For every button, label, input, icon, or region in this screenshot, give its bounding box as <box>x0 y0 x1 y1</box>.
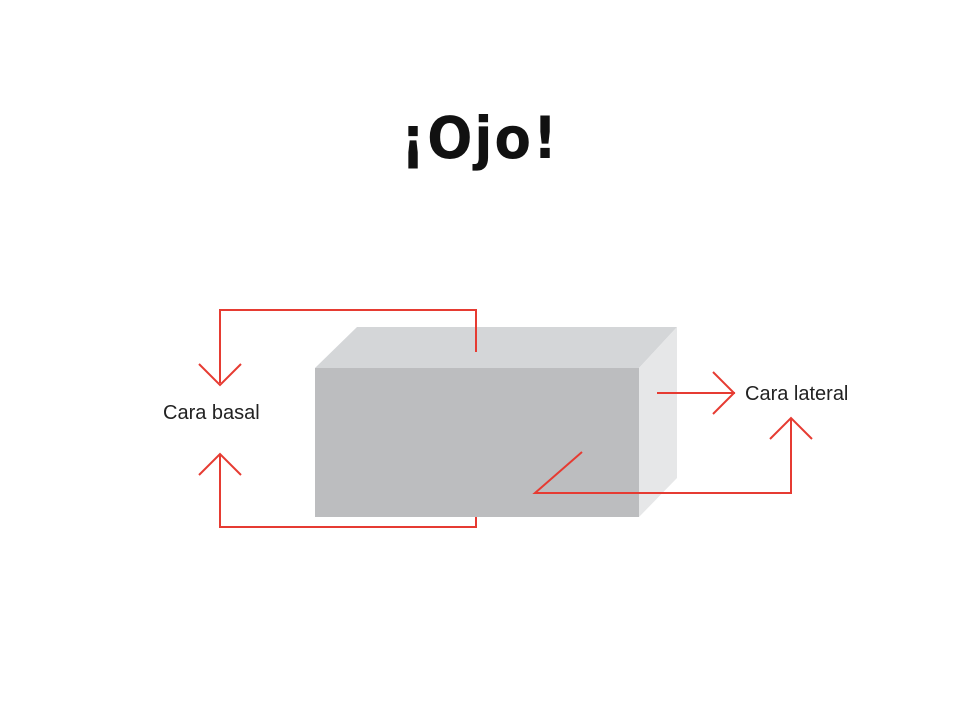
lateral-right-arrowhead <box>712 371 736 415</box>
basal-top-arrowhead <box>198 363 242 387</box>
basal-top-connector <box>219 309 477 383</box>
lateral-up-arrowhead <box>769 416 813 440</box>
basal-bottom-connector <box>219 455 477 528</box>
basal-face-label: Cara basal <box>163 402 260 424</box>
prism-top-face <box>315 327 677 368</box>
basal-bottom-arrowhead <box>198 452 242 476</box>
prism-front-face <box>315 368 639 517</box>
lateral-face-label: Cara lateral <box>745 383 849 405</box>
prism-side-face <box>639 327 677 517</box>
slide-title: ¡Ojo! <box>400 104 560 172</box>
lateral-bottom-connector <box>532 419 792 494</box>
